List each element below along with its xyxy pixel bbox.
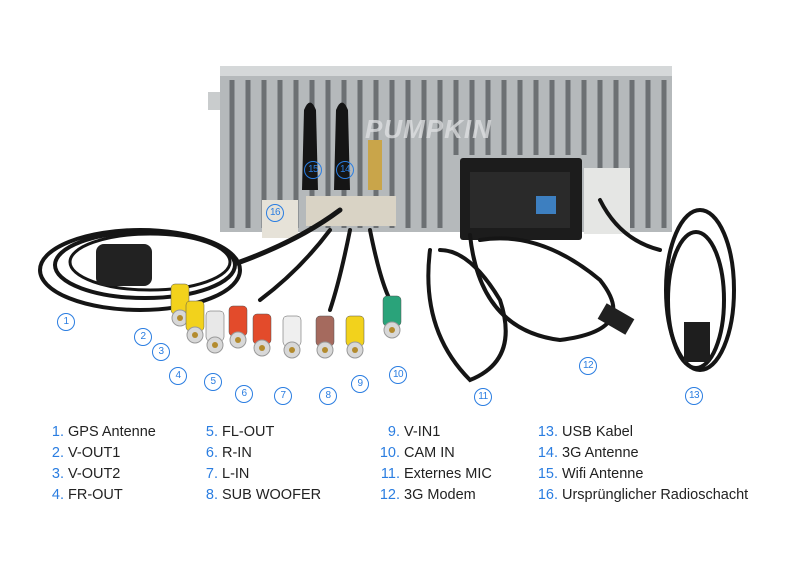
rca-plug [185,300,205,344]
legend-label: Wifi Antenne [562,466,644,482]
rca-plug [252,313,272,357]
callout-4: 4 [169,367,187,385]
callout-3: 3 [152,343,170,361]
legend-item: 14.3G Antenne [534,445,639,461]
legend-label: V-OUT2 [68,466,121,482]
legend-label: L-IN [222,466,250,482]
callout-11: 11 [474,388,492,406]
legend-label: FL-OUT [222,424,275,440]
logo-watermark: PUMPKIN [365,114,492,144]
legend-label: SUB WOOFER [222,487,322,503]
legend-number: 15. [537,466,558,482]
legend-label: CAM IN [404,445,455,461]
callout-16: 16 [266,204,284,222]
radio-chassis [208,66,672,240]
rca-plug [205,310,225,354]
legend-label: V-IN1 [404,424,441,440]
legend-label: 3G Antenne [562,445,639,461]
cables [38,198,736,383]
rca-plug [382,295,402,339]
legend-number: 1. [51,424,64,440]
legend-label: USB Kabel [562,424,633,440]
legend-item: 4.FR-OUT [48,487,123,503]
legend-item: 8.SUB WOOFER [202,487,321,503]
rca-plug [345,315,365,359]
legend-number: 9. [387,424,400,440]
legend-number: 14. [537,445,558,461]
legend-label: FR-OUT [68,487,123,503]
legend-item: 6.R-IN [202,445,252,461]
legend-item: 16.Ursprünglicher Radioschacht [534,487,748,503]
callout-1: 1 [57,313,75,331]
legend-label: Externes MIC [404,466,492,482]
legend-item: 9.V-IN1 [372,424,440,440]
callout-13: 13 [685,387,703,405]
legend-label: R-IN [222,445,252,461]
rca-plug [315,315,335,359]
legend-number: 5. [205,424,218,440]
legend-number: 2. [51,445,64,461]
legend-item: 13.USB Kabel [534,424,633,440]
callout-15: 15 [304,161,322,179]
gps-antenna [96,244,152,286]
legend-number: 12. [379,487,400,503]
legend-label: Ursprünglicher Radioschacht [562,487,749,503]
rca-plug [170,283,190,327]
rca-plug [228,305,248,349]
legend-number: 6. [205,445,218,461]
callout-8: 8 [319,387,337,405]
callout-9: 9 [351,375,369,393]
legend-number: 13. [537,424,558,440]
callout-14: 14 [336,161,354,179]
callout-2: 2 [134,328,152,346]
legend-item: 15.Wifi Antenne [534,466,644,482]
legend-item: 3.V-OUT2 [48,466,120,482]
rca-plug [282,315,302,359]
rca-plugs [170,283,402,359]
callout-12: 12 [579,357,597,375]
callout-6: 6 [235,385,253,403]
callout-5: 5 [204,373,222,391]
legend-number: 11. [380,466,400,482]
legend-item: 11.Externes MIC [372,466,492,482]
product-photo: PUMPKIN [38,66,736,383]
callout-10: 10 [389,366,407,384]
callout-7: 7 [274,387,292,405]
legend-item: 5.FL-OUT [202,424,274,440]
legend-item: 10.CAM IN [372,445,455,461]
legend-label: GPS Antenne [68,424,156,440]
legend-item: 2.V-OUT1 [48,445,120,461]
legend-item: 7.L-IN [202,466,250,482]
legend-number: 4. [51,487,64,503]
legend-number: 16. [537,487,558,503]
legend-number: 10. [379,445,400,461]
legend-label: V-OUT1 [68,445,121,461]
legend-item: 1.GPS Antenne [48,424,156,440]
legend-item: 12.3G Modem [372,487,476,503]
legend-number: 3. [51,466,64,482]
legend-label: 3G Modem [404,487,476,503]
legend-number: 8. [205,487,218,503]
legend-number: 7. [205,466,218,482]
